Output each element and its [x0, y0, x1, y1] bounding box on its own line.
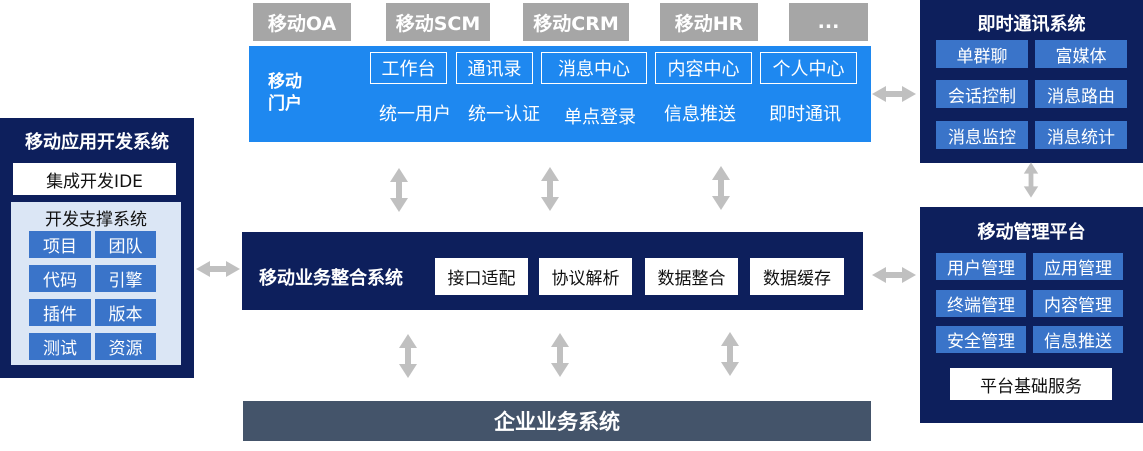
portal-module-personal-center: 个人中心: [760, 52, 857, 84]
top-app-crm: 移动CRM: [523, 3, 629, 41]
dev-item-version: 版本: [95, 299, 156, 326]
dev-system-title: 移动应用开发系统: [25, 132, 169, 153]
top-app-oa: 移动OA: [253, 3, 351, 41]
mgmt-item-app: 应用管理: [1033, 253, 1123, 280]
mobile-portal: [249, 46, 871, 142]
mgmt-item-content: 内容管理: [1033, 290, 1123, 317]
arrow-portal-integration-2: [541, 167, 559, 211]
integration-item-data-cache: 数据缓存: [750, 258, 844, 295]
arrow-portal-integration-3: [712, 166, 730, 210]
mgmt-item-user: 用户管理: [936, 253, 1026, 280]
im-item-message-monitor: 消息监控: [936, 121, 1028, 149]
integration-item-interface-adapter: 接口适配: [435, 258, 528, 295]
mgmt-platform-base: 平台基础服务: [950, 368, 1112, 400]
im-item-rich-media: 富媒体: [1035, 40, 1127, 68]
top-app-hr: 移动HR: [660, 3, 758, 41]
portal-service-unified-user: 统一用户: [379, 104, 451, 125]
top-app-scm: 移动SCM: [386, 3, 490, 41]
arrow-integration-enterprise-3: [721, 332, 739, 376]
portal-service-unified-auth: 统一认证: [468, 104, 540, 125]
portal-service-sso: 单点登录: [564, 107, 636, 128]
dev-item-team: 团队: [95, 231, 156, 258]
portal-module-workbench: 工作台: [370, 52, 447, 84]
mgmt-item-security: 安全管理: [936, 326, 1026, 353]
mgmt-item-push: 信息推送: [1033, 326, 1123, 353]
im-system-title: 即时通讯系统: [977, 14, 1086, 35]
portal-module-content-center: 内容中心: [655, 52, 752, 84]
dev-item-resource: 资源: [95, 333, 156, 360]
top-app-more: ...: [789, 3, 868, 41]
arrow-portal-im: [872, 86, 916, 102]
portal-service-im: 即时通讯: [769, 104, 841, 125]
arrow-im-mgmt: [1023, 162, 1039, 198]
mgmt-platform-title: 移动管理平台: [977, 222, 1086, 243]
arrow-integration-enterprise-2: [551, 333, 569, 377]
dev-support-title: 开发支撑系统: [45, 209, 147, 230]
mgmt-item-terminal: 终端管理: [936, 290, 1026, 317]
im-item-message-routing: 消息路由: [1035, 80, 1127, 108]
dev-item-engine: 引擎: [95, 265, 156, 292]
dev-item-project: 项目: [29, 231, 91, 258]
dev-item-test: 测试: [29, 333, 91, 360]
portal-title-line1: 移动: [268, 72, 302, 92]
im-item-message-stats: 消息统计: [1035, 121, 1127, 149]
integration-title: 移动业务整合系统: [259, 268, 403, 289]
enterprise-system-bar: 企业业务系统: [243, 401, 871, 441]
arrow-dev-integration: [196, 261, 240, 277]
integration-item-data-integration: 数据整合: [645, 258, 738, 295]
im-item-chat: 单群聊: [936, 40, 1028, 68]
arrow-integration-enterprise-1: [399, 334, 417, 378]
arrow-portal-integration-1: [390, 168, 408, 212]
integration-item-protocol-parse: 协议解析: [539, 258, 632, 295]
dev-ide-box: 集成开发IDE: [13, 163, 176, 195]
portal-service-push: 信息推送: [664, 104, 736, 125]
portal-module-message-center: 消息中心: [541, 52, 647, 84]
im-item-session-control: 会话控制: [936, 80, 1028, 108]
dev-item-code: 代码: [29, 265, 91, 292]
portal-title: 移动 门户: [268, 71, 318, 115]
portal-module-contacts: 通讯录: [456, 52, 533, 84]
portal-title-line2: 门户: [268, 94, 302, 114]
arrow-integration-mgmt: [872, 267, 916, 283]
dev-item-plugin: 插件: [29, 299, 91, 326]
